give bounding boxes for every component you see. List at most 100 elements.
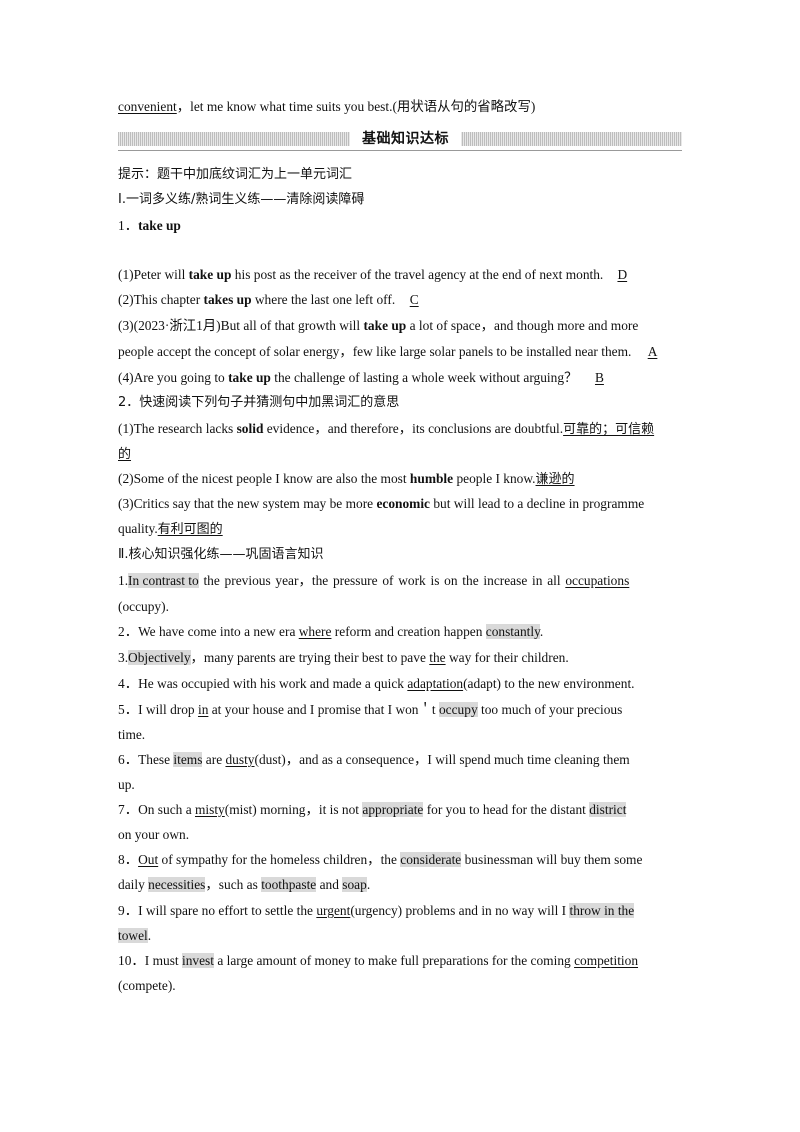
s2-item-2: 2．We have come into a new era where refo… (118, 623, 543, 641)
q1-item-3-cont: people accept the concept of solar energ… (118, 343, 657, 361)
s2-item-6: 6．These items are dusty(dust)，and as a c… (118, 751, 630, 769)
s2-item-10-answer: competition (574, 953, 639, 968)
s2-item-1-num: 1. (118, 573, 129, 588)
banner-rule (118, 150, 682, 151)
s2-item-1-cont: (occupy). (118, 599, 169, 614)
s2-item-1-answer: occupations (565, 573, 630, 588)
s2-item-5-pre: 5．I will drop (118, 702, 198, 717)
intro-line: convenient，let me know what time suits y… (118, 98, 535, 116)
s2-item-5-cont: time. (118, 727, 146, 742)
q2-item-3-cont-text: quality. (118, 521, 158, 536)
s2-item-10-mid: a large amount of money to make full pre… (213, 953, 575, 968)
s2-item-6-shaded: items (173, 752, 203, 767)
s2-item-10-pre: 10．I must (118, 953, 182, 968)
s2-item-7-shaded-2: district (589, 802, 627, 817)
s2-item-5-answer: in (197, 702, 209, 717)
q1-item-4-post: the challenge of lasting a whole week wi… (270, 370, 578, 385)
q2-item-3-answer: 有利可图的 (157, 522, 223, 537)
s2-item-7: 7．On such a misty(mist) morning，it is no… (118, 801, 627, 819)
q1-item-3-cont-text: people accept the concept of solar energ… (118, 344, 632, 359)
q1-phrase: take up (138, 218, 181, 233)
s2-item-8-post: businessman will buy them some (461, 852, 643, 867)
s2-item-3-mid: ，many parents are trying their best to p… (190, 650, 430, 665)
s2-item-8: 8．Out of sympathy for the homeless child… (118, 851, 642, 869)
s2-item-7-answer: misty (194, 802, 225, 817)
s2-item-2-shaded: constantly (485, 624, 540, 639)
s2-item-7-mid: (mist) morning，it is not (224, 802, 363, 817)
s2-item-6-post: (dust)，and as a consequence，I will spend… (254, 752, 630, 767)
s2-item-3-shaded: Objectively (128, 650, 191, 665)
s2-item-3: 3.Objectively，many parents are trying th… (118, 649, 569, 667)
s2-item-9-end: . (147, 928, 152, 943)
s2-item-4-pre: 4．He was occupied with his work and made… (118, 676, 408, 691)
q1-item-4-bold: take up (228, 370, 271, 385)
s2-item-2-answer: where (298, 624, 332, 639)
q1-number: 1． (118, 218, 139, 233)
s2-item-8-cont-mid: ，such as (205, 877, 262, 892)
s2-item-9-shaded-2: towel (118, 928, 148, 943)
section1-title: Ⅰ.一词多义练/熟词生义练——清除阅读障碍 (118, 192, 365, 207)
s2-item-5-shaded: occupy (438, 702, 478, 717)
q1-item-1-bold: take up (188, 267, 232, 282)
s2-item-8-shaded-1: considerate (400, 852, 462, 867)
s2-item-9-mid: (urgency) problems and in no way will I (350, 903, 570, 918)
q1-item-2-answer: C (409, 292, 419, 307)
s2-item-9-cont: towel. (118, 927, 151, 945)
banner-title: 基础知识达标 (350, 128, 461, 150)
q2-item-3-pre: (3)Critics say that the new system may b… (118, 496, 377, 511)
q1-item-1: (1)Peter will take up his post as the re… (118, 266, 641, 284)
s2-item-8-shaded-4: soap (342, 877, 367, 892)
s2-item-4-answer: adaptation (407, 676, 464, 691)
s2-item-8-cont-end: . (366, 877, 371, 892)
q2-item-2: (2)Some of the nicest people I know are … (118, 470, 575, 489)
q2-item-1-post: evidence，and therefore，its conclusions a… (263, 421, 564, 436)
q2-item-2-bold: humble (409, 471, 454, 486)
s2-item-10-cont: (compete). (118, 978, 176, 993)
s2-item-1: 1.In contrast to the previous year，the p… (118, 572, 629, 590)
s2-item-9-shaded-1: throw in the (569, 903, 635, 918)
q2-item-1-cont: 的 (118, 445, 131, 464)
s2-item-5-post: too much of your precious (477, 702, 623, 717)
q2-item-3-post: but will lead to a decline in programme (430, 496, 645, 511)
s2-item-8-answer: Out (138, 852, 159, 867)
intro-text: ，let me know what time suits you best.(用… (176, 99, 536, 114)
s2-item-3-end: way for their children. (445, 650, 569, 665)
q2-item-1-pre: (1)The research lacks (118, 421, 237, 436)
s2-item-3-answer: the (429, 650, 446, 665)
q2-item-3: (3)Critics say that the new system may b… (118, 495, 644, 513)
q2-item-1: (1)The research lacks solid evidence，and… (118, 420, 654, 439)
q1-item-2-pre: (2)This chapter (118, 292, 204, 307)
s2-item-8-cont-and: and (316, 877, 343, 892)
q2-item-3-bold: economic (376, 496, 430, 511)
q1-item-3-bold: take up (363, 318, 407, 333)
s2-item-8-shaded-3: toothpaste (261, 877, 317, 892)
s2-item-8-shaded-2: necessities (148, 877, 206, 892)
q1-item-3-answer: A (647, 344, 658, 359)
s2-item-7-shaded-1: appropriate (362, 802, 424, 817)
q2-item-1-bold: solid (236, 421, 264, 436)
s2-item-8-cont-pre: daily (118, 877, 149, 892)
q1-item-3: (3)(2023·浙江1月)But all of that growth wil… (118, 317, 638, 335)
s2-item-7-pre: 7．On such a (118, 802, 195, 817)
section-banner: 基础知识达标 (118, 128, 682, 152)
s2-item-7-mid2: for you to head for the distant (423, 802, 590, 817)
q1-item-4: (4)Are you going to take up the challeng… (118, 369, 621, 387)
q1-item-4-pre: (4)Are you going to (118, 370, 229, 385)
s2-item-8-mid: of sympathy for the homeless children，th… (158, 852, 401, 867)
s2-item-6-mid: are (202, 752, 226, 767)
s2-item-10-shaded: invest (181, 953, 214, 968)
hint-text: 提示：题干中加底纹词汇为上一单元词汇 (118, 167, 353, 182)
q1-item-4-answer: B (594, 370, 604, 385)
s2-item-3-num: 3. (118, 650, 129, 665)
section2-title: Ⅱ.核心知识强化练——巩固语言知识 (118, 547, 324, 562)
q1-heading: 1．take up (118, 217, 181, 235)
q2-title: 2．快速阅读下列句子并猜测句中加黑词汇的意思 (118, 395, 400, 410)
q1-item-1-pre: (1)Peter will (118, 267, 189, 282)
s2-item-2-pre: 2．We have come into a new era (118, 624, 299, 639)
s2-item-10: 10．I must invest a large amount of money… (118, 952, 638, 970)
q1-item-3-pre: (3)(2023·浙江1月)But all of that growth wil… (118, 318, 364, 333)
s2-item-4-post: (adapt) to the new environment. (463, 676, 635, 691)
s2-item-8-cont: daily necessities，such as toothpaste and… (118, 876, 370, 894)
s2-item-6-cont: up. (118, 777, 135, 792)
s2-item-9-answer: urgent (316, 903, 351, 918)
